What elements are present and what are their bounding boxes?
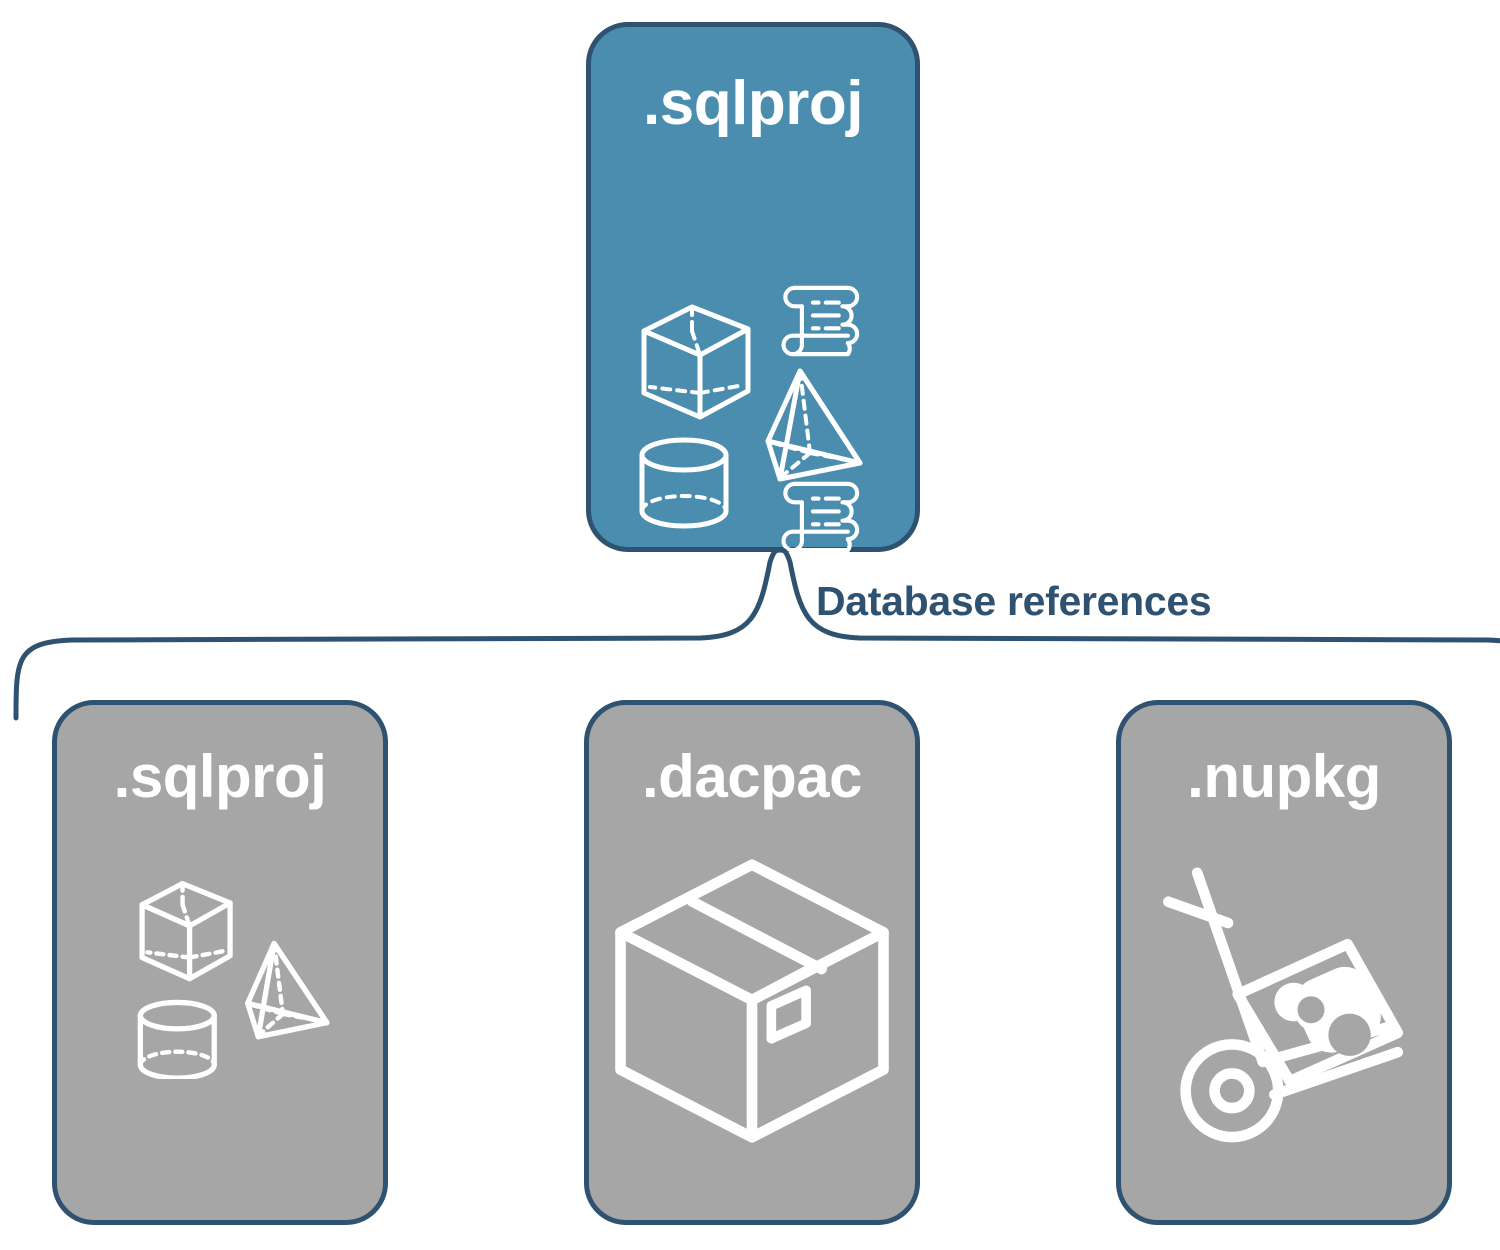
script-scroll-icon — [781, 285, 860, 357]
sqlproj-shapes-group — [137, 881, 330, 1079]
cube-3d-icon — [139, 881, 233, 982]
hand-truck-nuget-icon — [1162, 867, 1404, 1143]
node-sqlproj-reference-icon-area — [57, 807, 383, 1220]
node-sqlproj-root-label: .sqlproj — [643, 69, 863, 138]
node-sqlproj-root[interactable]: .sqlproj — [586, 22, 920, 553]
brace-left-arm — [13, 548, 783, 721]
script-scroll-icon — [781, 481, 860, 553]
package-box-icon — [615, 859, 889, 1143]
node-dacpac-label: .dacpac — [642, 743, 862, 810]
brace-right-arm — [777, 548, 1500, 644]
node-dacpac-icon-area — [589, 807, 915, 1220]
sqlproj-shapes-group — [639, 285, 863, 553]
hand-truck-wheel — [1180, 1039, 1284, 1143]
cylinder-3d-icon — [137, 999, 217, 1079]
cube-3d-icon — [641, 304, 751, 420]
node-sqlproj-reference[interactable]: .sqlproj — [52, 700, 388, 1225]
database-references-label: Database references — [816, 578, 1212, 624]
pyramid-3d-icon — [765, 368, 863, 482]
node-nupkg-icon-area — [1121, 807, 1447, 1220]
node-sqlproj-reference-label: .sqlproj — [113, 743, 327, 810]
pyramid-3d-icon — [245, 940, 330, 1040]
node-sqlproj-root-icon-area — [591, 135, 915, 553]
node-nupkg[interactable]: .nupkg — [1116, 700, 1452, 1225]
node-nupkg-label: .nupkg — [1187, 743, 1381, 810]
node-dacpac[interactable]: .dacpac — [584, 700, 920, 1225]
nuget-package — [1232, 938, 1404, 1087]
cylinder-3d-icon — [639, 437, 729, 529]
